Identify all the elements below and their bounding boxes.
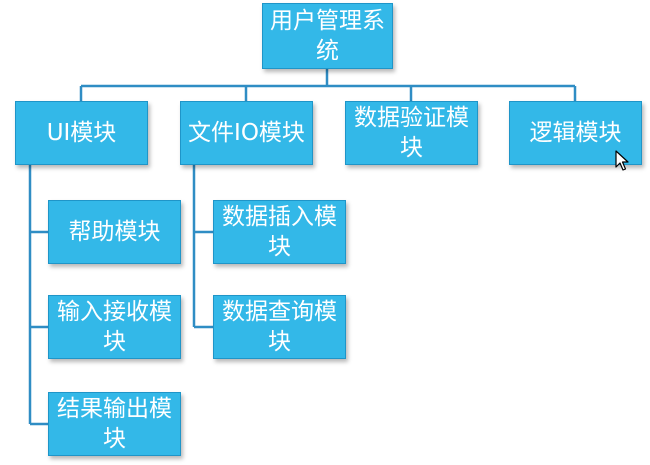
module-node-logic[interactable]: 逻辑模块	[509, 101, 642, 165]
module-node-label: 文件IO模块	[188, 120, 305, 146]
submodule-node-data-insert[interactable]: 数据插入模块	[213, 200, 346, 264]
module-node-label: 数据验证模块	[354, 105, 469, 161]
submodule-node-label: 数据插入模块	[222, 204, 337, 260]
module-node-file-io[interactable]: 文件IO模块	[180, 101, 313, 165]
module-node-label: 逻辑模块	[529, 120, 622, 146]
submodule-node-label: 帮助模块	[68, 219, 161, 245]
submodule-node-label: 数据查询模块	[222, 299, 337, 355]
submodule-node-result-output[interactable]: 结果输出模块	[48, 392, 181, 456]
root-node-label: 用户管理系统	[270, 8, 385, 64]
module-node-ui[interactable]: UI模块	[15, 101, 148, 165]
module-node-data-validation[interactable]: 数据验证模块	[345, 101, 478, 165]
module-node-label: UI模块	[46, 120, 117, 146]
root-node[interactable]: 用户管理系统	[262, 3, 393, 69]
submodule-node-label: 结果输出模块	[57, 396, 172, 452]
submodule-node-label: 输入接收模块	[57, 299, 172, 355]
submodule-node-data-query[interactable]: 数据查询模块	[213, 295, 346, 359]
submodule-node-input-receive[interactable]: 输入接收模块	[48, 295, 181, 359]
submodule-node-help[interactable]: 帮助模块	[48, 200, 181, 264]
mouse-pointer-icon	[615, 150, 629, 171]
